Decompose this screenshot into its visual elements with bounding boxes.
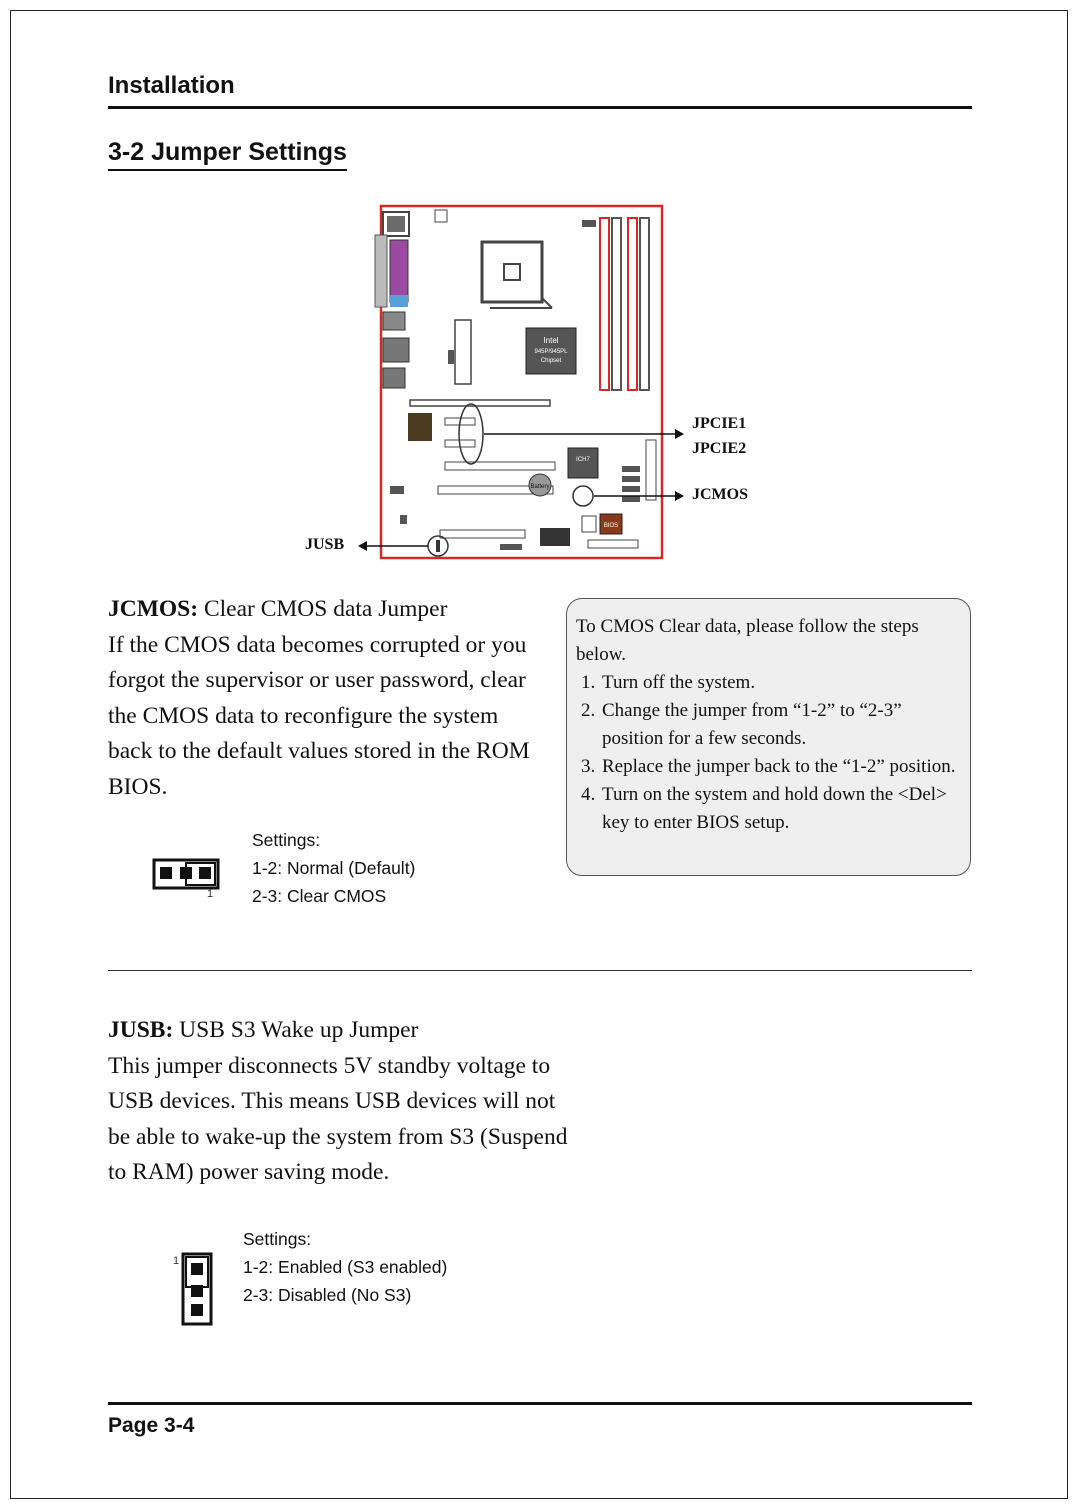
usb-header <box>500 544 522 550</box>
jusb-title: USB S3 Wake up Jumper <box>173 1017 419 1043</box>
jusb-setting-1: 1-2: Enabled (S3 enabled) <box>243 1257 448 1277</box>
parallel-bracket <box>374 234 388 308</box>
usb-port-1 <box>382 311 406 331</box>
jcmos-callout-ring <box>572 485 594 507</box>
lan-port <box>382 337 410 363</box>
label-jpcie1: JPCIE1 <box>692 415 747 432</box>
sata-3 <box>622 486 640 492</box>
fan-header <box>434 209 448 223</box>
jcmos-settings-label: Settings: <box>252 830 321 850</box>
jcmos-body: If the CMOS data becomes corrupted or yo… <box>108 631 530 800</box>
cmos-clear-note: To CMOS Clear data, please follow the st… <box>566 598 971 876</box>
io-chip <box>540 528 570 546</box>
dimm-slot-4 <box>639 217 650 391</box>
pci-slot-2 <box>437 485 554 495</box>
footer-rule <box>108 1402 972 1405</box>
dimm-slot-2 <box>611 217 622 391</box>
cpu-socket-center <box>503 263 521 281</box>
nb-label-3: Chipset <box>541 358 562 364</box>
section-divider <box>108 970 972 971</box>
pci-slot-1 <box>444 461 556 471</box>
jusb-name: JUSB: <box>108 1017 174 1043</box>
atx-power <box>454 319 472 385</box>
serial-port <box>390 295 408 307</box>
battery-label: Battery <box>530 484 549 490</box>
pcie-x16-slot <box>409 399 551 407</box>
note-intro: To CMOS Clear data, please follow the st… <box>576 616 919 665</box>
note-steps: Turn off the system. Change the jumper f… <box>576 669 962 837</box>
jusb-pin-block <box>436 540 440 552</box>
socket-lever <box>541 297 553 309</box>
header-rule <box>108 106 972 109</box>
jcmos-title: Clear CMOS data Jumper <box>198 596 448 622</box>
ir-header <box>582 220 596 227</box>
jcmos-pin-one: 1 <box>207 888 214 900</box>
ps2-port-inner <box>387 216 405 232</box>
jcmos-arrowhead <box>675 491 684 501</box>
parallel-port <box>389 239 409 303</box>
jpcie-callout-ring <box>458 403 484 465</box>
jusb-settings-label: Settings: <box>243 1229 312 1249</box>
bios-label: BIOS <box>604 523 618 529</box>
dimm-slot-1 <box>599 217 610 391</box>
page-heading: 3-2 Jumper Settings <box>108 138 347 171</box>
nb-label-2: 945P/945PL <box>534 349 568 355</box>
nb-label-1: Intel <box>543 336 558 345</box>
motherboard-diagram: Intel 945P/945PL Chipset ICH7 Battery BI… <box>358 204 684 560</box>
section-header: Installation <box>108 72 235 99</box>
note-step-2: Change the jumper from “1-2” to “2-3” po… <box>600 697 962 753</box>
jusb-setting-2: 2-3: Disabled (No S3) <box>243 1285 412 1305</box>
sb-label-1: ICH7 <box>576 457 590 463</box>
dimm-slot-3 <box>627 217 638 391</box>
floppy-connector <box>587 539 639 549</box>
note-step-4: Turn on the system and hold down the <De… <box>600 781 962 837</box>
jcmos-section: JCMOS: Clear CMOS data Jumper If the CMO… <box>108 592 548 806</box>
jcmos-name: JCMOS: <box>108 596 199 622</box>
jcmos-setting-1: 1-2: Normal (Default) <box>252 858 416 878</box>
small-header <box>448 350 454 364</box>
northbridge-chip <box>525 327 577 375</box>
jcmos-setting-2: 2-3: Clear CMOS <box>252 886 387 906</box>
spdif-header <box>400 515 407 524</box>
jusb-jumper-icon <box>181 1252 213 1326</box>
jusb-section: JUSB: USB S3 Wake up Jumper This jumper … <box>108 1013 568 1191</box>
jcmos-jumper-icon <box>152 858 220 890</box>
page-border <box>10 10 1068 1499</box>
bios-chip <box>599 513 623 535</box>
label-jcmos: JCMOS <box>692 486 748 503</box>
audio-chip <box>408 413 432 441</box>
sata-4 <box>622 496 640 502</box>
jcmos-settings: Settings: 1-2: Normal (Default) 2-3: Cle… <box>252 826 415 910</box>
southbridge-chip <box>567 447 599 479</box>
ide-connector-vertical <box>645 439 657 501</box>
pci-slot-3 <box>439 529 526 539</box>
jusb-pin-one: 1 <box>173 1255 180 1267</box>
small-block <box>581 515 597 533</box>
cmos-battery <box>528 473 552 497</box>
label-jpcie2: JPCIE2 <box>692 440 747 457</box>
jusb-settings: Settings: 1-2: Enabled (S3 enabled) 2-3:… <box>243 1225 447 1309</box>
label-jusb: JUSB <box>305 536 345 553</box>
note-step-1: Turn off the system. <box>600 669 962 697</box>
audio-port <box>382 367 406 389</box>
front-panel-header <box>390 486 404 494</box>
sata-2 <box>622 476 640 482</box>
page-number: Page 3-4 <box>108 1414 195 1437</box>
sata-1 <box>622 466 640 472</box>
note-step-3: Replace the jumper back to the “1-2” pos… <box>600 753 962 781</box>
jusb-arrowhead <box>358 541 367 551</box>
jpcie-arrowhead <box>675 429 684 439</box>
jusb-body: This jumper disconnects 5V standby volta… <box>108 1052 568 1186</box>
